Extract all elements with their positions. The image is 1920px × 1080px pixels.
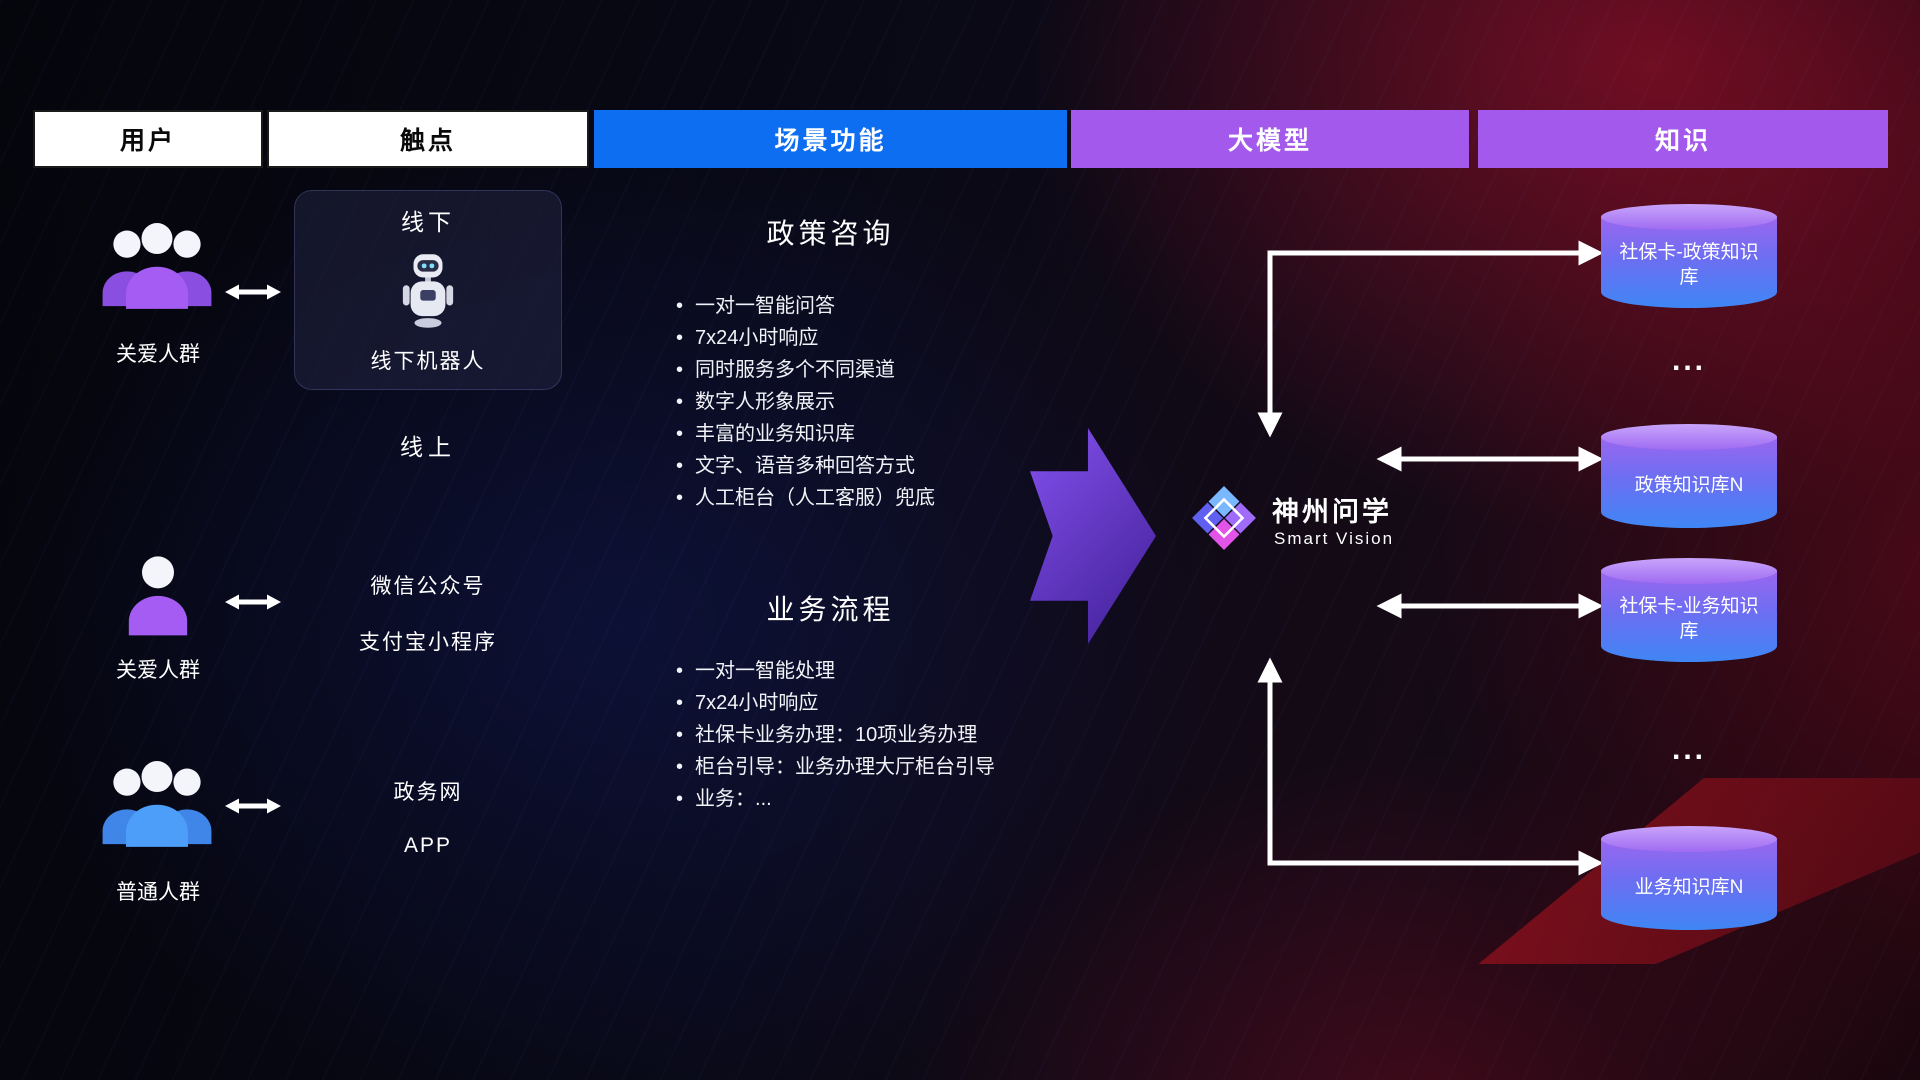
bidirectional-arrow-icon bbox=[225, 798, 281, 814]
touchpoint-item: APP bbox=[403, 834, 453, 857]
user-label: 普通人群 bbox=[116, 881, 200, 904]
ellipsis: ... bbox=[1671, 733, 1706, 766]
online-title: 线上 bbox=[400, 434, 456, 460]
offline-title: 线下 bbox=[401, 209, 455, 235]
knowledge-db: 社保卡-政策知识库 bbox=[1601, 204, 1777, 308]
user-group-blue-icon bbox=[102, 761, 212, 847]
db-cylinder-body bbox=[1601, 571, 1777, 662]
ellipsis: ... bbox=[1671, 344, 1706, 377]
brand-logo-icon bbox=[1192, 486, 1256, 550]
header-scene-label: 场景功能 bbox=[774, 127, 887, 155]
db-cylinder-body bbox=[1601, 437, 1777, 528]
scene-section-title: 业务流程 bbox=[766, 594, 895, 625]
user-label: 关爱人群 bbox=[116, 343, 200, 366]
header-model: 大模型 bbox=[1071, 110, 1469, 168]
feature-item: 柜台引导：业务办理大厅柜台引导 bbox=[676, 751, 995, 783]
scene-section-title: 政策咨询 bbox=[766, 218, 895, 249]
feature-item: 7x24小时响应 bbox=[676, 322, 935, 354]
feature-item: 一对一智能处理 bbox=[676, 655, 995, 687]
db-label: 业务知识库N bbox=[1634, 876, 1744, 898]
brand-name: 神州问学 bbox=[1272, 497, 1392, 527]
header-model-label: 大模型 bbox=[1227, 127, 1312, 155]
user-group-purple-icon bbox=[102, 223, 212, 309]
robot-icon bbox=[402, 254, 454, 328]
feature-item: 数字人形象展示 bbox=[676, 386, 935, 418]
touchpoint-item: 政务网 bbox=[393, 781, 463, 804]
feature-item: 人工柜台（人工客服）兜底 bbox=[676, 482, 935, 514]
db-cylinder-top bbox=[1601, 424, 1777, 450]
bidirectional-arrow-icon bbox=[225, 284, 281, 300]
header-user: 用户 bbox=[33, 110, 263, 168]
touchpoint-item: 支付宝小程序 bbox=[359, 631, 497, 654]
connector-arrows bbox=[1257, 240, 1604, 876]
policy-feature-list: 一对一智能问答 7x24小时响应 同时服务多个不同渠道 数字人形象展示 丰富的业… bbox=[676, 290, 935, 514]
header-knowledge-label: 知识 bbox=[1654, 127, 1711, 155]
user-label: 关爱人群 bbox=[116, 659, 200, 682]
feature-item: 丰富的业务知识库 bbox=[676, 418, 935, 450]
db-cylinder-body bbox=[1601, 839, 1777, 930]
header-knowledge: 知识 bbox=[1478, 110, 1888, 168]
process-feature-list: 一对一智能处理 7x24小时响应 社保卡业务办理：10项业务办理 柜台引导：业务… bbox=[676, 655, 995, 815]
feature-item: 业务：... bbox=[676, 783, 995, 815]
user-person-purple-icon bbox=[128, 556, 188, 636]
feature-item: 7x24小时响应 bbox=[676, 687, 995, 719]
offline-touchpoint-panel: 线下 线下机器人 bbox=[294, 190, 562, 390]
db-cylinder-body bbox=[1601, 217, 1777, 308]
knowledge-db: 业务知识库N bbox=[1601, 826, 1777, 930]
bidirectional-arrow-icon bbox=[225, 594, 281, 610]
db-cylinder-top bbox=[1601, 826, 1777, 852]
brand-subtitle: Smart Vision bbox=[1274, 529, 1395, 548]
feature-item: 一对一智能问答 bbox=[676, 290, 935, 322]
header-touchpoint-label: 触点 bbox=[399, 127, 456, 155]
header-user-label: 用户 bbox=[119, 127, 176, 155]
offline-robot-label: 线下机器人 bbox=[370, 350, 486, 373]
feature-item: 文字、语音多种回答方式 bbox=[676, 450, 935, 482]
knowledge-db: 社保卡-业务知识库 bbox=[1601, 558, 1777, 662]
header-touchpoint: 触点 bbox=[267, 110, 589, 168]
touchpoint-item: 微信公众号 bbox=[370, 575, 486, 598]
db-cylinder-top bbox=[1601, 204, 1777, 230]
header-scene: 场景功能 bbox=[594, 110, 1067, 168]
db-label: 社保卡-业务知识库 bbox=[1619, 596, 1759, 642]
feature-item: 社保卡业务办理：10项业务办理 bbox=[676, 719, 995, 751]
db-label: 政策知识库N bbox=[1634, 474, 1744, 496]
knowledge-db: 政策知识库N bbox=[1601, 424, 1777, 528]
feature-item: 同时服务多个不同渠道 bbox=[676, 354, 935, 386]
db-cylinder-top bbox=[1601, 558, 1777, 584]
db-label: 社保卡-政策知识库 bbox=[1619, 242, 1759, 288]
